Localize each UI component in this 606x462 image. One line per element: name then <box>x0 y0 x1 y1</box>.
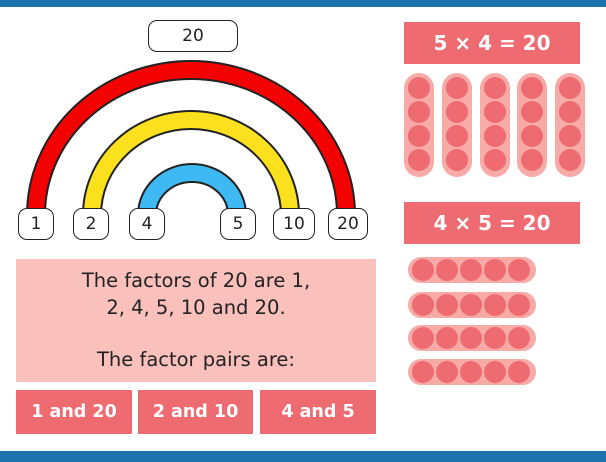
factor-box-2: 2 <box>73 208 109 240</box>
counter-dot <box>412 361 434 383</box>
factor-pair-1-20: 1 and 20 <box>16 390 132 434</box>
counter-dot <box>436 294 458 316</box>
counter-dot <box>460 361 482 383</box>
factor-box-1: 1 <box>18 208 54 240</box>
counter-dot <box>412 294 434 316</box>
counter-dot <box>436 259 458 281</box>
factors-statement: The factors of 20 are 1, 2, 4, 5, 10 and… <box>16 267 376 321</box>
counter-dot <box>508 361 530 383</box>
counter-dot <box>559 77 581 99</box>
factors-panel: The factors of 20 are 1, 2, 4, 5, 10 and… <box>16 259 376 382</box>
equation-4x5: 4 × 5 = 20 <box>404 202 580 244</box>
counter-dot <box>521 149 543 171</box>
red-arc-1-20-fill <box>28 62 354 216</box>
counter-dot <box>412 259 434 281</box>
counter-column <box>404 73 434 177</box>
counter-dot <box>508 294 530 316</box>
counter-dot <box>559 149 581 171</box>
factors-line-2: 2, 4, 5, 10 and 20. <box>106 296 286 319</box>
factor-box-10: 10 <box>273 208 315 240</box>
counter-dot <box>446 149 468 171</box>
product-label-box: 20 <box>148 20 238 52</box>
equation-5x4: 5 × 4 = 20 <box>404 22 580 64</box>
top-banner <box>0 0 606 7</box>
counter-dot <box>460 259 482 281</box>
factors-line-1: The factors of 20 are 1, <box>81 269 311 292</box>
factor-pair-4-5: 4 and 5 <box>260 390 376 434</box>
counter-column <box>517 73 547 177</box>
counter-row <box>408 325 536 351</box>
counter-dot <box>508 327 530 349</box>
counter-dot <box>408 77 430 99</box>
counter-dot <box>508 259 530 281</box>
counter-dot <box>436 361 458 383</box>
factor-pair-2-10: 2 and 10 <box>138 390 253 434</box>
counter-dot <box>412 327 434 349</box>
factor-pairs-label: The factor pairs are: <box>96 348 296 371</box>
counter-dot <box>559 101 581 123</box>
counter-dot <box>436 327 458 349</box>
counter-dot <box>559 125 581 147</box>
factor-box-5: 5 <box>220 208 256 240</box>
counter-dot <box>484 361 506 383</box>
yellow-arc-2-10-fill <box>84 112 298 216</box>
counter-dot <box>408 125 430 147</box>
bottom-banner <box>0 451 606 462</box>
counter-dot <box>446 101 468 123</box>
counter-dot <box>484 327 506 349</box>
red-arc-1-20 <box>26 60 356 216</box>
counter-dot <box>408 149 430 171</box>
counter-dot <box>446 125 468 147</box>
counter-dot <box>521 125 543 147</box>
counter-dot <box>460 327 482 349</box>
counter-dot <box>484 149 506 171</box>
counter-dot <box>521 101 543 123</box>
counter-dot <box>484 101 506 123</box>
blue-arc-4-5-fill <box>139 165 245 216</box>
counter-dot <box>408 101 430 123</box>
counter-row <box>408 257 536 283</box>
counter-column <box>442 73 472 177</box>
factor-box-20: 20 <box>328 208 368 240</box>
counter-row <box>408 359 536 385</box>
factor-rainbow <box>26 60 356 216</box>
counter-dot <box>484 294 506 316</box>
counter-dot <box>521 77 543 99</box>
factor-box-4: 4 <box>129 208 165 240</box>
counter-dot <box>484 77 506 99</box>
counter-dot <box>446 77 468 99</box>
counter-dot <box>460 294 482 316</box>
counter-row <box>408 292 536 318</box>
counter-column <box>555 73 585 177</box>
counter-dot <box>484 259 506 281</box>
counter-column <box>480 73 510 177</box>
counter-dot <box>484 125 506 147</box>
